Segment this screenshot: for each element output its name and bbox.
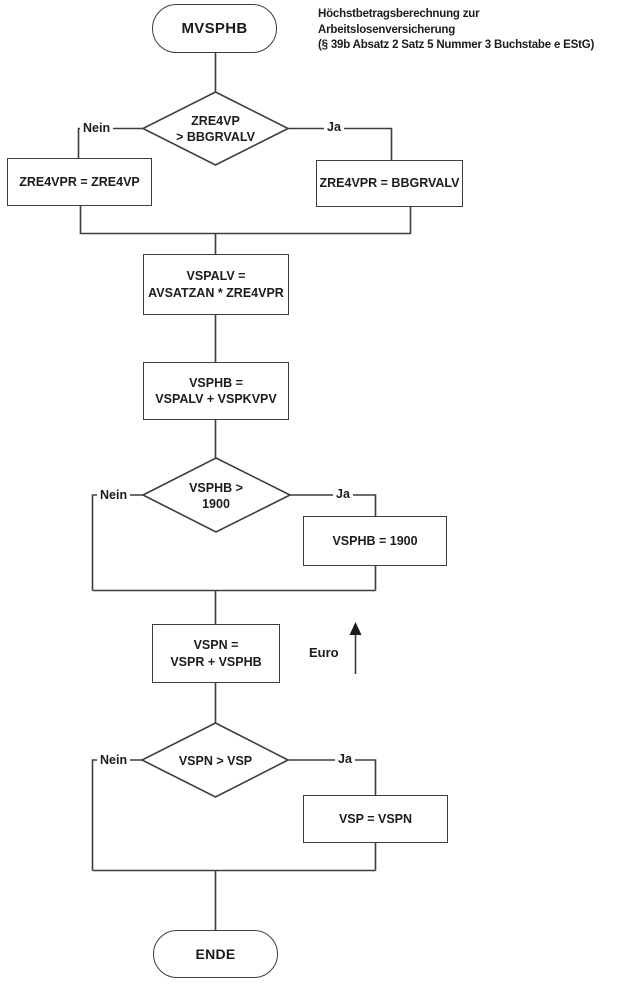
- edge-decision3-ja: [288, 759, 377, 795]
- process-box-vsphb-1900: VSPHB = 1900: [303, 516, 447, 566]
- process-box-vsphb: VSPHB = VSPALV + VSPKVPV: [143, 362, 289, 420]
- process-box-line2: VSPALV + VSPKVPV: [155, 392, 277, 406]
- decision3-label: VSPN > VSP: [178, 754, 253, 768]
- decision3-text: VSPN > VSP: [143, 753, 288, 769]
- process-box-line1: VSPALV =: [186, 269, 246, 284]
- process-box-vsp: VSP = VSPN: [303, 795, 448, 843]
- end-terminal: ENDE: [153, 930, 278, 978]
- edge-decision1-nein: [77, 127, 143, 158]
- decision2-line2: 1900: [202, 497, 230, 512]
- euro-arrow-head: [349, 622, 362, 635]
- caption-line-1: Höchstbetragsberechnung zur: [318, 8, 480, 20]
- edge-decision1-ja: [288, 127, 393, 160]
- decision2-diamond: [141, 457, 292, 533]
- decision1-diamond: [141, 91, 290, 166]
- decision1-line1: ZRE4VP: [191, 114, 240, 128]
- start-terminal: MVSPHB: [152, 4, 277, 53]
- edge-decision3-nein: [91, 759, 142, 871]
- edge-label-ja-2: Ja: [333, 487, 353, 501]
- edge-label-ja-3: Ja: [335, 752, 355, 766]
- process-box-vspn: VSPN = VSPR + VSPHB: [152, 624, 280, 683]
- process-box-line1: VSPHB =: [189, 375, 243, 390]
- decision1-line2: > BBGRVALV: [176, 130, 255, 145]
- caption-line-2: Arbeitslosenversicherung: [318, 23, 456, 36]
- process-box-zre4vpr-zre4vp: ZRE4VPR = ZRE4VP: [7, 158, 152, 206]
- process-box-zre4vpr-bbgrvalv: ZRE4VPR = BBGRVALV: [316, 160, 463, 207]
- process-box-label: ZRE4VPR = BBGRVALV: [319, 176, 460, 191]
- process-box-label: VSP = VSPN: [338, 811, 413, 826]
- edge-label-nein-2: Nein: [97, 488, 131, 502]
- process-box-label: ZRE4VPR = ZRE4VP: [19, 174, 140, 189]
- end-terminal-label: ENDE: [195, 945, 236, 962]
- start-terminal-label: MVSPHB: [181, 19, 248, 37]
- decision1-text: ZRE4VP > BBGRVALV: [145, 113, 286, 146]
- process-box-line1: VSPN =: [193, 638, 239, 653]
- edge-label-nein-1: Nein: [80, 121, 114, 135]
- caption-line-3: (§ 39b Absatz 2 Satz 5 Nummer 3 Buchstab…: [318, 39, 595, 51]
- decision3-diamond: [140, 722, 290, 798]
- edge-decision2-ja: [290, 494, 377, 516]
- decision2-line1: VSPHB >: [189, 481, 243, 495]
- edge-label-ja-1: Ja: [324, 120, 344, 134]
- decision2-text: VSPHB > 1900: [146, 480, 286, 513]
- edge-label-nein-3: Nein: [97, 753, 131, 767]
- euro-axis-label: Euro: [309, 645, 339, 660]
- edge-merge1: [79, 206, 412, 235]
- process-box-line2: VSPR + VSPHB: [170, 654, 262, 669]
- process-box-line2: AVSATZAN * ZRE4VPR: [148, 285, 284, 300]
- process-box-label: VSPHB = 1900: [332, 533, 418, 548]
- caption-block: Höchstbetragsberechnung zur Arbeitslosen…: [318, 7, 630, 54]
- process-box-vspalv: VSPALV = AVSATZAN * ZRE4VPR: [143, 254, 289, 315]
- edge-decision2-nein: [91, 494, 143, 591]
